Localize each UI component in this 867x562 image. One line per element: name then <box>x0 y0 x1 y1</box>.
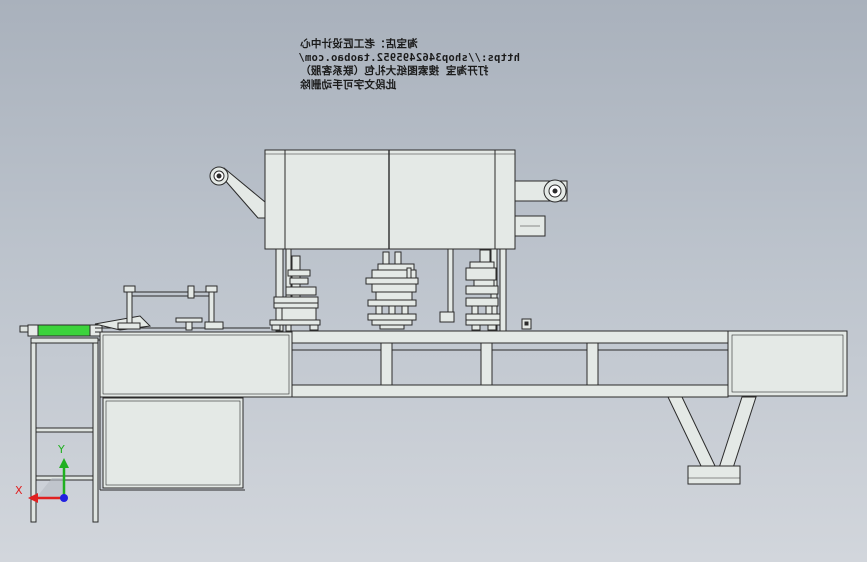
station-left <box>269 255 321 331</box>
right-cabinet <box>727 330 848 397</box>
triad-label-y: Y <box>58 443 65 456</box>
axis-triad <box>28 458 69 503</box>
station-center <box>365 251 419 330</box>
support-leg <box>667 396 757 485</box>
film-roller-right <box>514 179 568 237</box>
feed-roller <box>19 324 103 337</box>
triad-label-x: X <box>15 484 23 497</box>
film-arm-left <box>209 166 266 219</box>
feed-guides <box>94 285 270 333</box>
conveyor-frame <box>291 330 729 398</box>
sealing-housing <box>264 149 516 250</box>
sensor-block <box>521 318 532 330</box>
station-right <box>465 249 501 331</box>
left-cabinet <box>99 331 293 491</box>
